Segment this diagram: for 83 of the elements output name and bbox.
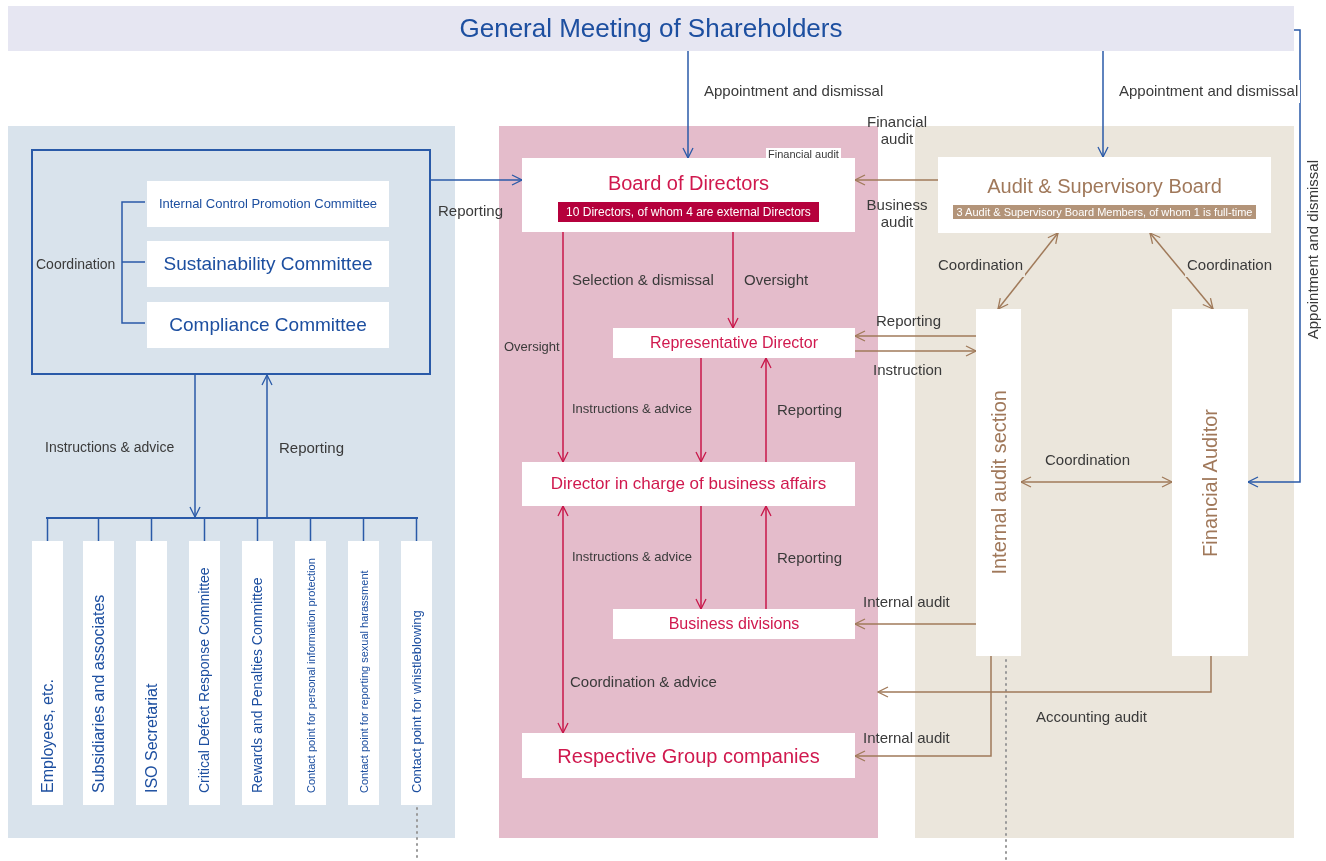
node-title: Internal audit section [986,390,1011,575]
committee-box [147,241,389,287]
node-title: Board of Directors [607,171,770,196]
arrow [760,357,772,463]
arrow [430,174,523,186]
arrow [854,655,992,762]
connector-line [46,518,49,542]
node-title: Contact point for whistleblowing [407,609,425,793]
process-box [613,609,855,639]
subtitle-bar: 10 Directors, of whom 4 are external Directors [558,202,819,222]
edge-label: Internal audit [862,592,951,612]
arrow [1020,476,1173,488]
label-text: Financial audit [766,148,841,161]
edge-label: Reporting [875,311,943,331]
arrow [854,330,977,342]
connector-line [97,518,100,542]
connector-line [256,518,259,542]
label-text: Business audit [865,196,929,230]
node-title: Internal Control Promotion Committee [158,195,378,214]
node-title: General Meeting of Shareholders [459,12,843,45]
node-title: Subsidiaries and associates [88,593,108,793]
node-title: Representative Director [649,333,819,353]
connector-line [362,518,365,542]
node-title: Audit & Supervisory Board [987,174,1222,199]
process-box [522,158,855,232]
node-title: Business divisions [668,614,800,634]
arrow [1149,232,1214,310]
arrow [727,231,739,329]
arrow [854,174,939,186]
unit-box [348,541,379,805]
node-title: Contact point for personal information protection [304,557,317,793]
arrow [189,374,201,518]
unit-box [401,541,432,805]
arrow [557,505,569,734]
committee-box [147,302,389,348]
arrow [695,505,707,610]
arrow [557,231,569,463]
arrow [261,374,273,518]
unit-box [136,541,167,805]
node-title: Critical Defect Response Committee [195,566,213,793]
node-title: Financial Auditor [1198,408,1222,557]
group-frame [31,149,431,375]
node-title: Compliance Committee [169,312,367,337]
node-title: ISO Secretariat [141,682,161,793]
unit-box [242,541,273,805]
process-box [522,462,855,506]
unit-box [295,541,326,805]
node-title: Sustainability Committee [163,251,373,276]
arrow [760,505,772,610]
unit-box [976,309,1021,656]
process-box [613,328,855,358]
arrow [997,232,1059,310]
edge-label: Financial audit [866,113,928,147]
node-title: Director in charge of business affairs [550,473,827,496]
committee-box [147,181,389,227]
connector-line [203,518,206,542]
edge-label: Internal audit [862,728,951,748]
unit-box [32,541,63,805]
arrow [1097,50,1109,158]
process-box [522,733,855,778]
label-text: Coordination [35,255,117,274]
connector-line [150,518,153,542]
unit-box [83,541,114,805]
unit-box [189,541,220,805]
subtitle-bar: 3 Audit & Supervisory Board Members, of whom 1 is full-time [952,205,1257,219]
node-title: Respective Group companies [557,743,820,769]
arrow [682,50,694,159]
process-box [938,157,1271,233]
header-band [8,6,1294,51]
edge-label: Reporting [437,201,505,221]
arrow [695,357,707,463]
arrow [854,345,977,357]
connector-line [415,518,418,542]
node-title: Rewards and Penalties Committee [248,576,266,793]
node-title: Contact point for reporting sexual harassment [357,569,370,793]
connector-line [309,518,312,542]
arrow [1247,29,1301,488]
arrow [854,618,977,630]
node-title: Employees, etc. [37,678,57,793]
unit-box [1172,309,1248,656]
arrow [877,655,1212,698]
edge-label: Appointment and dismissal [1117,80,1301,103]
edge-label: Instruction [872,360,944,380]
